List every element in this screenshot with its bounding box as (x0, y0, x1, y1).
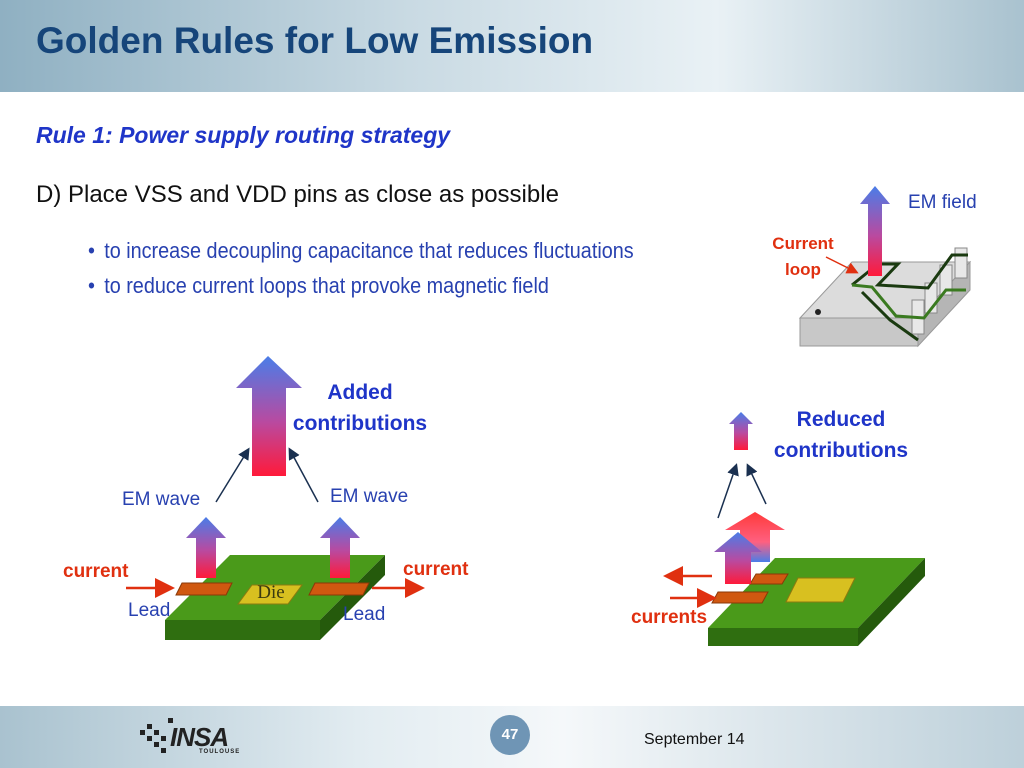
die (237, 584, 303, 605)
currents-label: currents (631, 607, 707, 628)
current-loop-pointer (825, 256, 859, 274)
lead-right (308, 582, 370, 596)
current-loop-label-1: Current (772, 234, 834, 253)
em-wave-label-left: EM wave (122, 489, 200, 510)
current-loop-label-2: loop (785, 260, 821, 279)
reduced-pointer-right (746, 463, 767, 505)
bullet-text: to reduce current loops that provoke mag… (104, 273, 549, 298)
loop-trace (860, 290, 919, 342)
em-wave-arrow-right (320, 517, 360, 578)
slide-title: Golden Rules for Low Emission (36, 20, 594, 61)
lead-label-left: Lead (128, 600, 170, 621)
right-package (708, 558, 925, 646)
em-wave-pointer-left (215, 447, 250, 503)
pin1-dot (815, 309, 821, 315)
added-label-2: contributions (293, 412, 427, 435)
lead-upper (749, 573, 789, 585)
left-board-side (320, 555, 385, 640)
left-package: Die (165, 555, 385, 640)
page-number: 47 (490, 715, 530, 755)
right-board-front (708, 628, 858, 646)
ic-front-face (799, 317, 919, 347)
right-board-side (858, 558, 925, 646)
logo-subtext: TOULOUSE (199, 749, 241, 755)
die-label: Die (257, 582, 284, 603)
die-right (785, 577, 856, 603)
reduced-label-2: contributions (774, 439, 908, 462)
lead-left (175, 582, 233, 596)
current-label-right: current (403, 559, 469, 580)
bullet-dot: • (88, 238, 95, 263)
insa-logo-icon (140, 718, 173, 753)
reduced-pointer-left (717, 463, 739, 519)
vss-trace (851, 283, 966, 320)
em-field-arrow (860, 186, 890, 276)
current-label-left: current (63, 561, 129, 582)
left-board-front (165, 620, 320, 640)
footer-date: September 14 (644, 731, 745, 748)
em-wave-label-right: EM wave (330, 486, 408, 507)
reduced-arrow-front (714, 532, 762, 584)
bullet-text: to increase decoupling capacitance that … (104, 238, 634, 263)
reduced-label-1: Reduced (797, 408, 886, 431)
bullet-dot: • (88, 273, 95, 298)
title-bar (0, 0, 1024, 92)
lead-label-right: Lead (343, 604, 385, 625)
ic-pin (954, 247, 968, 279)
em-wave-pointer-right (288, 447, 319, 503)
main-point: D) Place VSS and VDD pins as close as po… (36, 181, 559, 208)
added-label-1: Added (327, 381, 392, 404)
em-field-label: EM field (908, 192, 977, 213)
rule-heading: Rule 1: Power supply routing strategy (36, 122, 451, 148)
added-emission-arrow (236, 356, 302, 476)
logo-text: INSA (170, 722, 229, 752)
lead-lower (711, 591, 769, 604)
bullet-item: • to reduce current loops that provoke ma… (88, 273, 549, 299)
reduced-emission-arrow (729, 412, 753, 450)
ic-package (798, 247, 972, 348)
em-wave-arrow-left (186, 517, 226, 578)
ic-side-face (917, 260, 971, 348)
bullet-item: • to increase decoupling capacitance that… (88, 238, 634, 264)
